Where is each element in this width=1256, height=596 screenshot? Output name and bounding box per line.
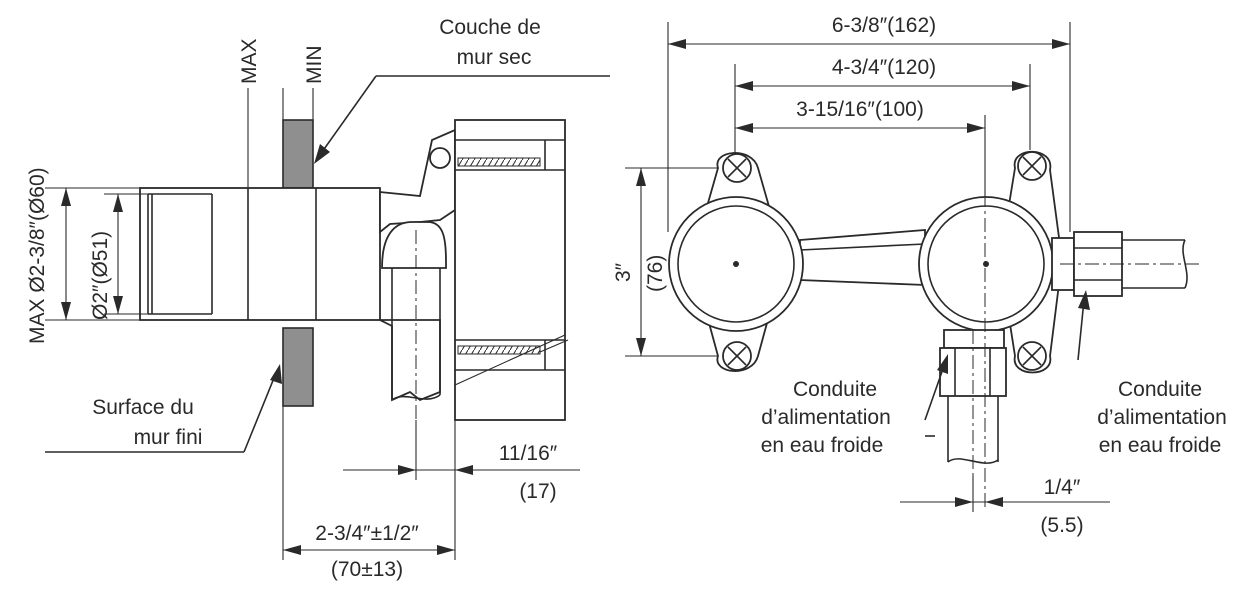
label-supply-right-line3: en eau froide bbox=[1099, 434, 1222, 457]
dim-height-mm: (76) bbox=[644, 255, 667, 292]
side-view bbox=[45, 75, 610, 560]
label-supply-right-line2: d’alimentation bbox=[1097, 406, 1227, 429]
mounting-screw-lower bbox=[457, 345, 541, 355]
dim-max-diameter: MAX Ø2-3/8″(Ø60) bbox=[26, 167, 49, 344]
dim-pipe-offset-mm: (5.5) bbox=[1040, 514, 1083, 537]
label-finished-wall-line1: Surface du bbox=[92, 396, 194, 419]
dim-offset-mm: (17) bbox=[519, 480, 556, 503]
label-supply-left-line1: Conduite bbox=[793, 378, 877, 401]
dim-depth-in: 2-3/4″±1/2″ bbox=[315, 522, 419, 545]
label-min-wall: MIN bbox=[303, 46, 326, 85]
dim-offset-in: 11/16″ bbox=[499, 442, 558, 465]
dim-height-in: 3″ bbox=[612, 262, 635, 282]
lever-handle bbox=[381, 221, 447, 269]
label-drywall-line1: Couche de bbox=[439, 16, 541, 39]
dim-pipe-offset-in: 1/4″ bbox=[1044, 476, 1081, 499]
label-drywall-line2: mur sec bbox=[457, 46, 532, 69]
dim-depth-mm: (70±13) bbox=[331, 558, 403, 581]
label-supply-left-line3: en eau froide bbox=[761, 434, 884, 457]
drywall-lower bbox=[282, 327, 314, 407]
dim-mount-width: 4-3/4″(120) bbox=[832, 56, 936, 79]
label-finished-wall-line2: mur fini bbox=[134, 426, 203, 449]
drywall-upper bbox=[282, 119, 314, 189]
connecting-bar bbox=[799, 229, 926, 286]
valve-neck bbox=[379, 128, 456, 234]
trim-sleeve bbox=[139, 187, 381, 321]
label-max-wall: MAX bbox=[238, 38, 261, 84]
dim-overall-width: 6-3/8″(162) bbox=[832, 14, 936, 37]
mounting-screw-upper bbox=[457, 157, 541, 167]
label-supply-left-line2: d’alimentation bbox=[761, 406, 891, 429]
label-supply-right-line1: Conduite bbox=[1118, 378, 1202, 401]
dim-center-width: 3-15/16″(100) bbox=[796, 98, 924, 121]
front-view bbox=[625, 22, 1200, 512]
dim-inner-diameter: Ø2″(Ø51) bbox=[89, 231, 112, 320]
bottom-inlet-nut bbox=[943, 329, 1005, 349]
